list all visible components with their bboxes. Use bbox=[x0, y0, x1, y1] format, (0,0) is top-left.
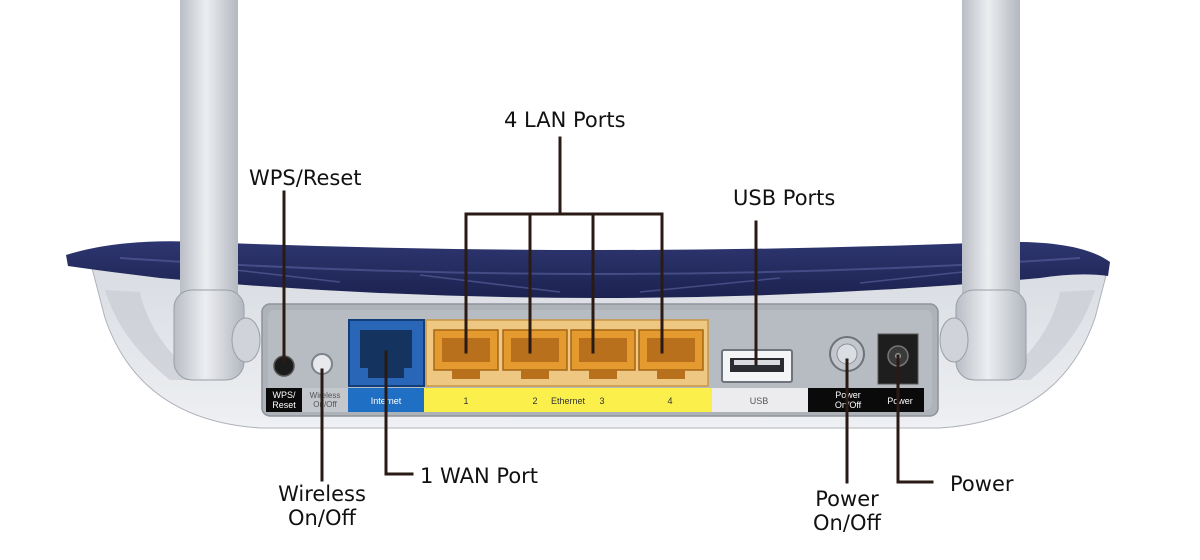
panel-label-lan-2: 2 bbox=[532, 396, 537, 406]
router-top-cover bbox=[66, 241, 1110, 298]
callout-power-onoff-line1: Power bbox=[815, 487, 879, 511]
callout-usb-ports: USB Ports bbox=[733, 186, 836, 210]
panel-label-ethernet: Ethernet bbox=[551, 396, 586, 406]
callout-wps-reset: WPS/Reset bbox=[249, 166, 362, 190]
callout-lan-ports: 4 LAN Ports bbox=[504, 108, 626, 132]
callout-power-onoff-line2: On/Off bbox=[813, 511, 881, 535]
callout-wireless-line1: Wireless bbox=[278, 482, 366, 506]
callout-wireless-line2: On/Off bbox=[288, 506, 356, 530]
panel-label-usb: USB bbox=[750, 396, 769, 406]
panel-label-wireless-1: Wireless bbox=[310, 391, 341, 400]
panel-label-lan-1: 1 bbox=[463, 396, 468, 406]
lan-port-4[interactable] bbox=[638, 329, 704, 379]
callout-wan-port: 1 WAN Port bbox=[420, 464, 539, 488]
callout-power-onoff: Power On/Off bbox=[787, 487, 907, 535]
callout-power: Power bbox=[950, 472, 1014, 496]
panel-label-lan-4: 4 bbox=[667, 396, 672, 406]
panel-label-wireless-2: On/Off bbox=[313, 400, 337, 409]
leader-power bbox=[896, 354, 934, 484]
callout-wireless-onoff: Wireless On/Off bbox=[262, 482, 382, 530]
lan-port-3[interactable] bbox=[570, 329, 636, 379]
panel-label-lan-3: 3 bbox=[599, 396, 604, 406]
panel-label-wps-1: WPS/ bbox=[272, 390, 296, 400]
lan-port-2[interactable] bbox=[502, 329, 568, 379]
panel-label-wps-2: Reset bbox=[272, 400, 296, 410]
leader-wan-port bbox=[384, 350, 414, 476]
panel-label-power: Power bbox=[887, 396, 913, 406]
leader-lan-ports bbox=[464, 136, 664, 354]
